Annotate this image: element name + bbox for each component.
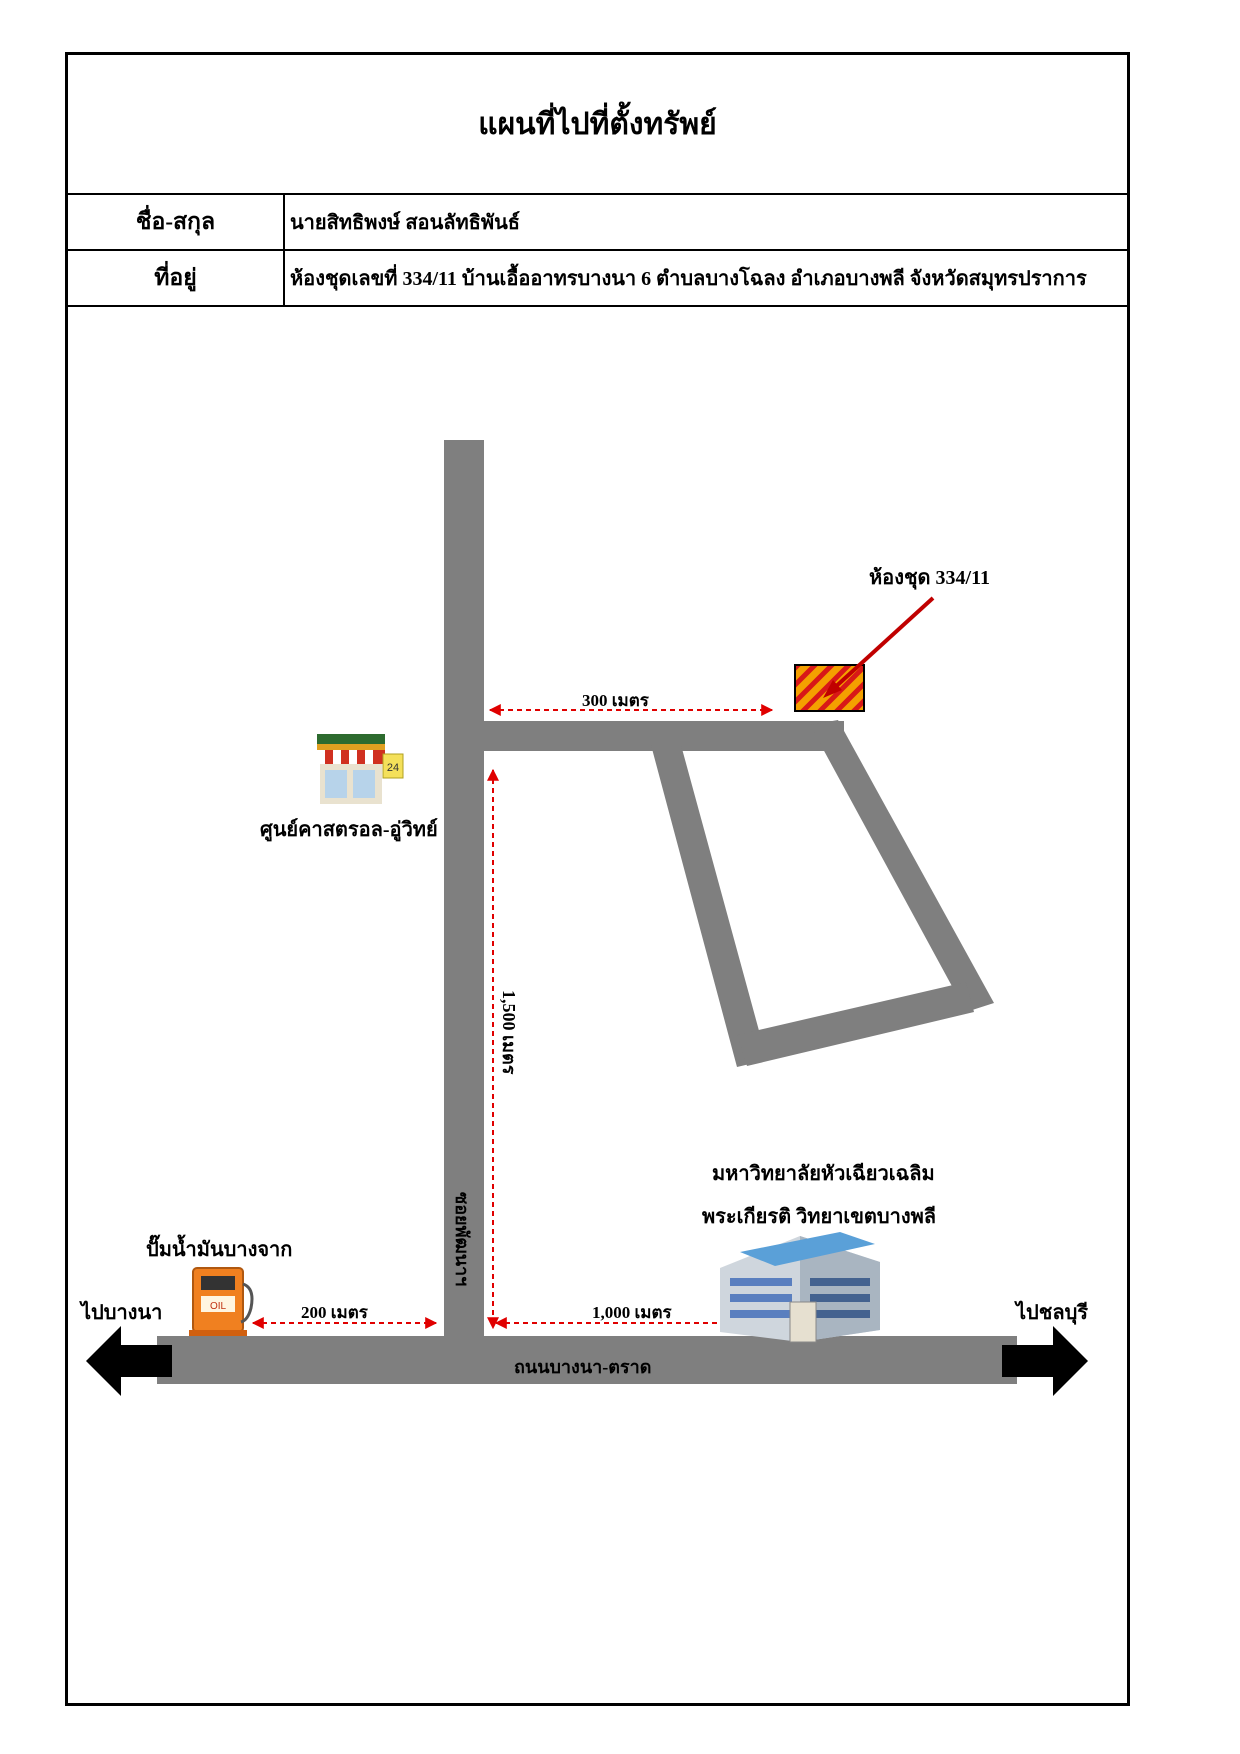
distance-to-university: 1,000 เมตร [592,1303,673,1322]
distance-along-soi: 1,500 เมตร [499,990,519,1075]
distance-to-gas-station: 200 เมตร [301,1303,369,1322]
svg-text:OIL: OIL [210,1301,227,1312]
direction-right-label: ไปชลบุรี [1014,1300,1088,1325]
page-title: แผนที่ไปที่ตั้งทรัพย์ [68,55,1127,195]
target-building [794,596,935,712]
gas-pump-icon: OIL [189,1267,254,1336]
university-label-line1: มหาวิทยาลัยหัวเฉียวเฉลิม [712,1162,935,1185]
soi-label: ซอยพัฒนาฯ [452,1192,472,1286]
owner-row: ชื่อ-สกุล นายสิทธิพงษ์ สอนลัทธิพันธ์ [68,195,1127,251]
main-road [157,1336,1017,1384]
soi-road [444,440,484,1340]
target-pointer-head [823,680,842,698]
target-label: ห้องชุด 334/11 [869,566,990,590]
direction-arrows [86,1326,1088,1396]
address-label: ที่อยู่ [68,251,285,305]
store-label: ศูนย์คาสตรอล-อู่วิทย์ [260,818,438,843]
gas-station-label: ปั๊มน้ำมันบางจาก [146,1234,292,1261]
map-frame: แผนที่ไปที่ตั้งทรัพย์ ชื่อ-สกุล นายสิทธิ… [65,52,1130,1706]
roads [157,440,1017,1384]
address-value: ห้องชุดเลขที่ 334/11 บ้านเอื้ออาทรบางนา … [290,268,1087,290]
target-pointer [830,596,935,692]
distance-to-target: 300 เมตร [582,691,650,710]
owner-value: นายสิทธิพงษ์ สอนลัทธิพันธ์ [290,212,520,234]
arrow-right-icon [1002,1326,1088,1396]
owner-label: ชื่อ-สกุล [68,195,285,249]
loop-road-bottom [737,982,974,1066]
loop-road-right [810,720,994,1012]
main-road-label: ถนนบางนา-ตราด [514,1357,651,1377]
address-row: ที่อยู่ ห้องชุดเลขที่ 334/11 บ้านเอื้ออา… [68,251,1127,307]
loop-road-left [651,745,767,1067]
university-building-icon [720,1232,880,1343]
arrow-left-icon [86,1326,172,1396]
svg-text:24: 24 [387,762,399,774]
store-icon: 24 [317,734,404,804]
direction-left-label: ไปบางนา [79,1300,162,1324]
branch-road [444,721,844,751]
university-label-line2: พระเกียรติ วิทยาเขตบางพลี [702,1205,936,1228]
